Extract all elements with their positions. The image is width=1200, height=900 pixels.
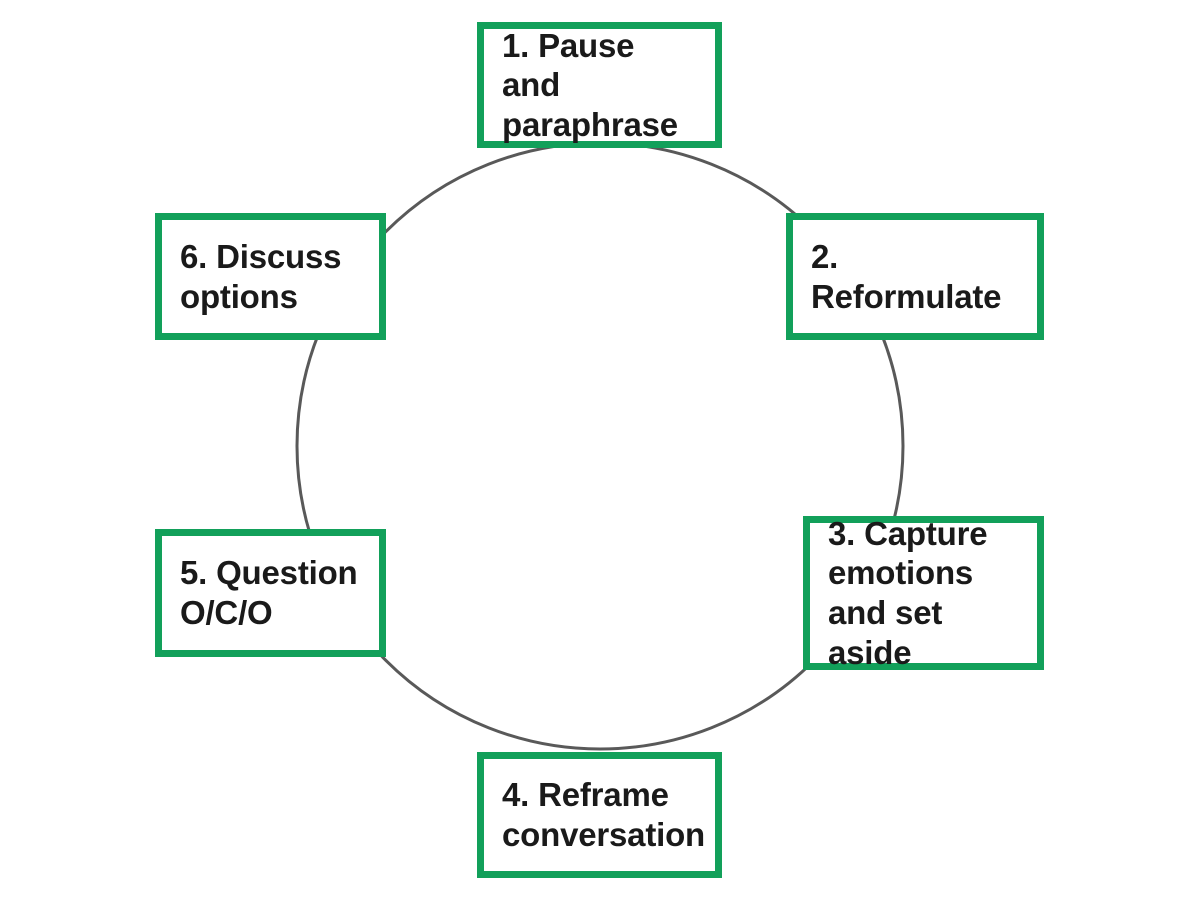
step-3-label: 3. Capture emotions and set aside <box>828 514 988 671</box>
step-5-label: 5. Question O/C/O <box>180 554 358 631</box>
step-box-5-question-oco[interactable]: 5. Question O/C/O <box>155 529 386 657</box>
step-2-label: 2. Reformulate <box>811 237 1002 315</box>
step-box-4-reframe-conversation[interactable]: 4. Reframe conversation <box>477 752 722 878</box>
step-6-label: 6. Discuss options <box>180 237 342 315</box>
step-box-2-reformulate[interactable]: 2. Reformulate <box>786 213 1044 340</box>
step-box-3-capture-emotions-and-set-aside[interactable]: 3. Capture emotions and set aside <box>803 514 1044 671</box>
step-1-label: 1. Pause and paraphrase <box>502 26 678 143</box>
step-box-6-discuss-options[interactable]: 6. Discuss options <box>155 213 386 340</box>
step-4-label: 4. Reframe conversation <box>502 776 705 853</box>
step-box-1-pause-and-paraphrase[interactable]: 1. Pause and paraphrase <box>477 22 722 148</box>
